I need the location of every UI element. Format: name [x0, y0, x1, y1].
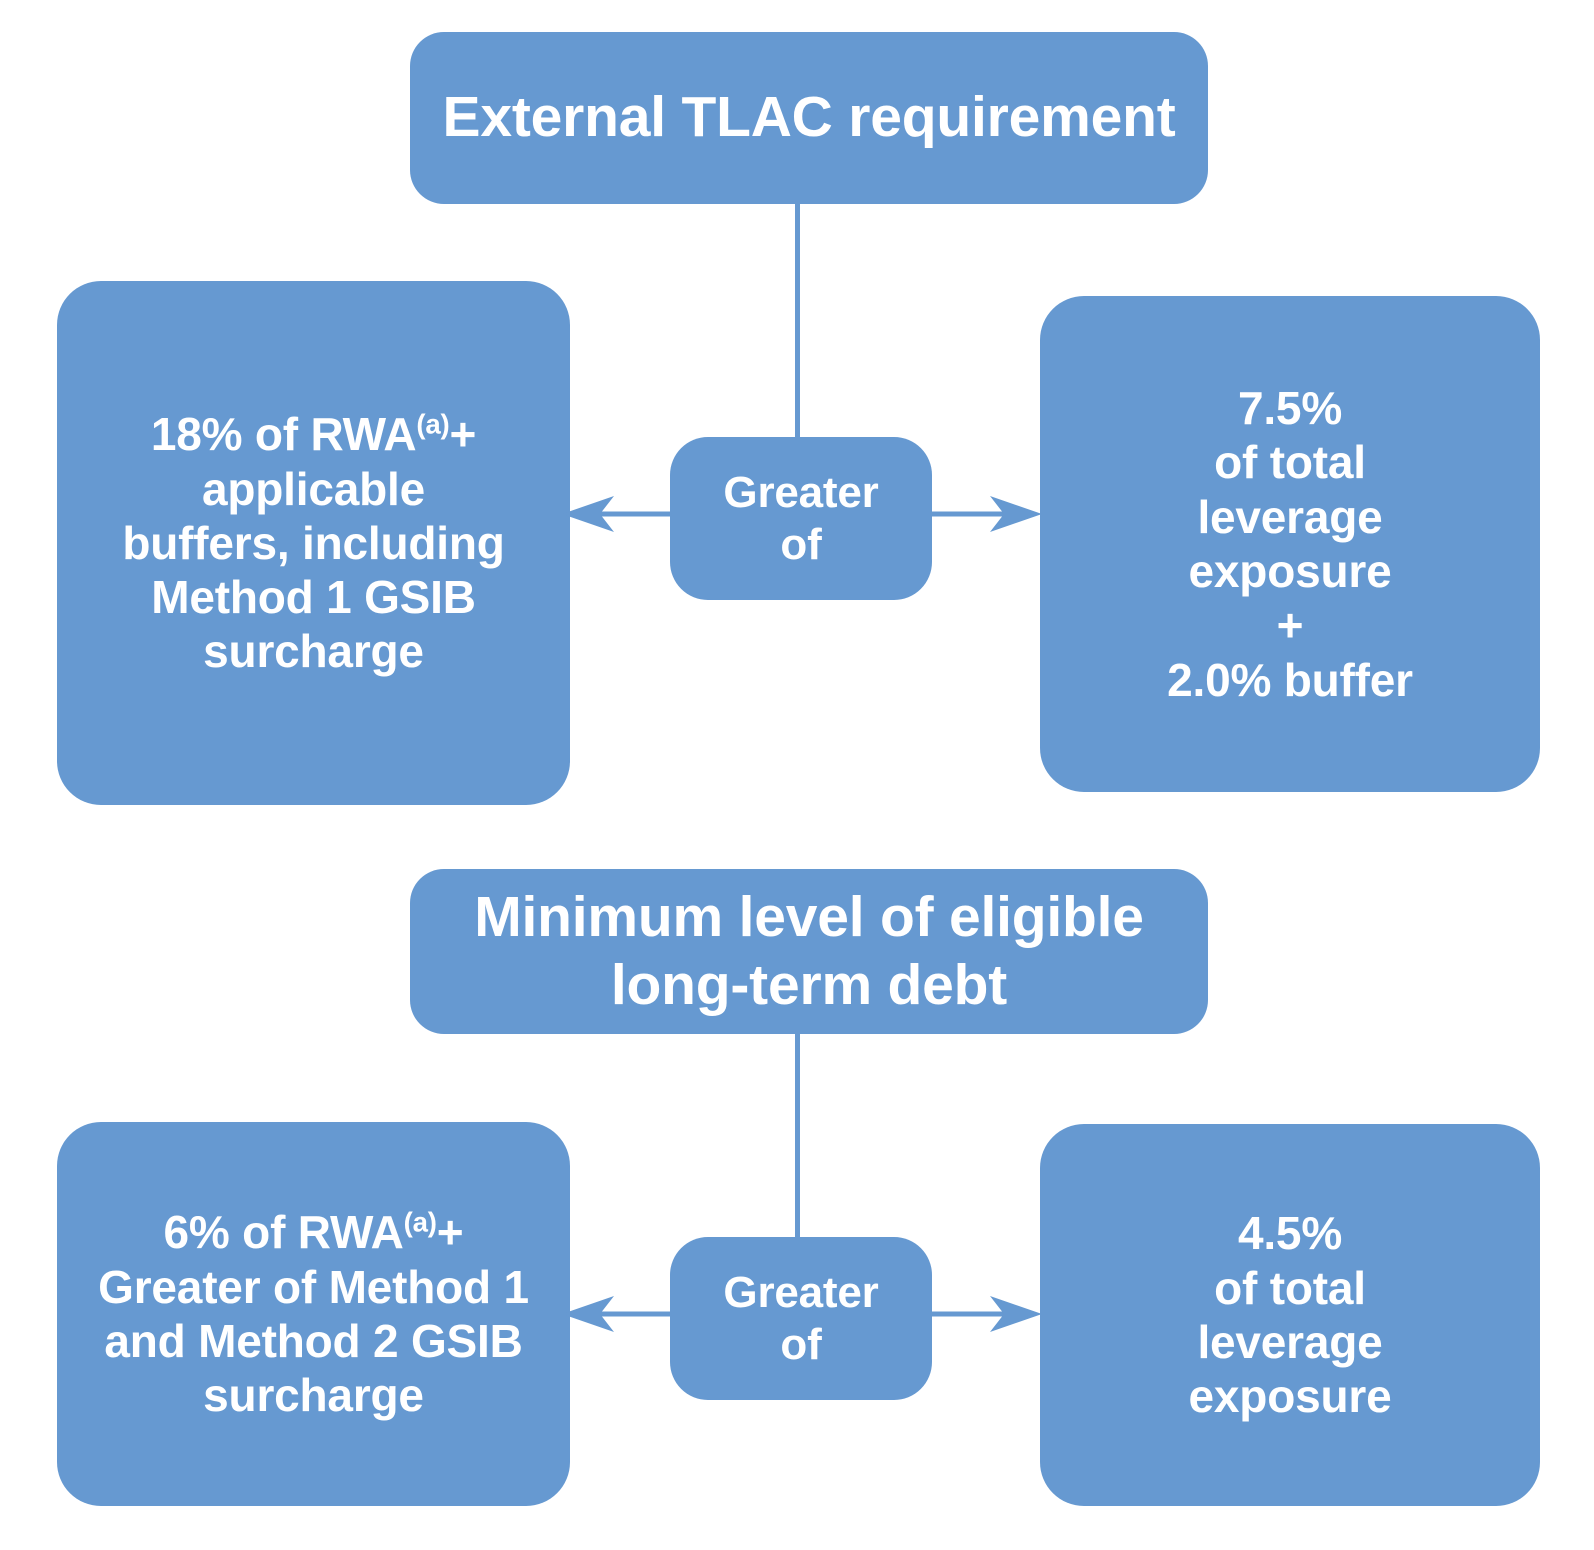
- minimum-ltd-leverage-box: 4.5% of total leverage exposure: [1040, 1124, 1540, 1506]
- minimum-ltd-header-label: Minimum level of eligible long-term debt: [474, 885, 1144, 1017]
- minimum-ltd-rwa-primary: 6% of RWA: [163, 1206, 404, 1259]
- minimum-ltd-rwa-box: 6% of RWA(a)+ Greater of Method 1 and Me…: [57, 1122, 570, 1506]
- minimum-ltd-header-box: Minimum level of eligible long-term debt: [410, 869, 1208, 1034]
- minimum-ltd-greater-of-box: Greater of: [670, 1237, 932, 1400]
- external-tlac-rwa-box: 18% of RWA(a)+ applicable buffers, inclu…: [57, 281, 570, 805]
- external-tlac-leverage-label: 7.5% of total leverage exposure + 2.0% b…: [1167, 382, 1413, 706]
- footnote-marker-a: (a): [403, 1207, 437, 1239]
- minimum-ltd-left-arrow: [562, 1296, 674, 1332]
- minimum-ltd-leverage-label: 4.5% of total leverage exposure: [1188, 1207, 1392, 1423]
- minimum-ltd-greater-of-label: Greater of: [723, 1267, 879, 1369]
- external-tlac-header-box: External TLAC requirement: [410, 32, 1208, 204]
- external-tlac-right-arrow: [930, 496, 1042, 532]
- external-tlac-greater-of-label: Greater of: [723, 467, 879, 569]
- external-tlac-rwa-label: 18% of RWA(a)+ applicable buffers, inclu…: [57, 407, 570, 678]
- minimum-ltd-rwa-label: 6% of RWA(a)+ Greater of Method 1 and Me…: [57, 1205, 570, 1422]
- external-tlac-rwa-rest: + applicable buffers, including Method 1…: [122, 408, 505, 678]
- external-tlac-greater-of-box: Greater of: [670, 437, 932, 600]
- external-tlac-left-arrow: [562, 496, 674, 532]
- minimum-ltd-vertical-connector: [795, 1032, 800, 1240]
- external-tlac-rwa-primary: 18% of RWA: [150, 408, 417, 461]
- minimum-ltd-rwa-rest: + Greater of Method 1 and Method 2 GSIB …: [98, 1206, 529, 1422]
- footnote-marker-a: (a): [416, 409, 450, 440]
- external-tlac-vertical-connector: [795, 200, 800, 440]
- external-tlac-leverage-box: 7.5% of total leverage exposure + 2.0% b…: [1040, 296, 1540, 792]
- external-tlac-header-label: External TLAC requirement: [442, 85, 1176, 150]
- minimum-ltd-right-arrow: [930, 1296, 1042, 1332]
